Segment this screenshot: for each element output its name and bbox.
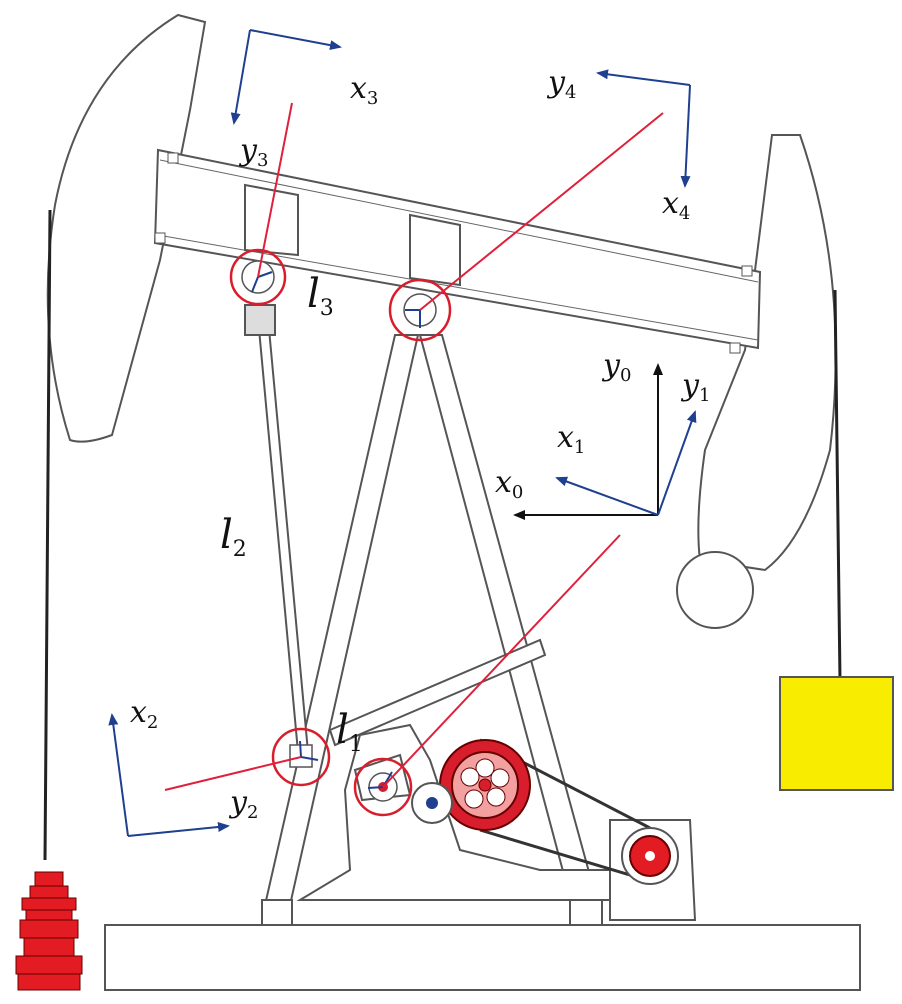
joint-circles: [229, 248, 452, 817]
frame-4-axes: [596, 69, 691, 188]
label-l1: l1: [336, 707, 363, 757]
crank-counterweight-arm: [697, 134, 837, 572]
frame-2-x-axis: [108, 713, 129, 837]
red-line-frame-2: [164, 756, 302, 791]
frame-4-y-axis: [596, 69, 691, 86]
motor-pulley: [621, 827, 679, 885]
label-x2: x2: [130, 695, 158, 733]
frame-0-axes: [513, 363, 663, 520]
label-y2: y2: [228, 785, 258, 823]
label-y4: y4: [546, 65, 576, 103]
frame-2-axes: [108, 713, 230, 837]
sheave-wheel: [439, 739, 531, 831]
red-line-frame-4: [419, 112, 664, 311]
red-reference-lines: [164, 102, 664, 791]
frame-3-axes: [230, 29, 342, 125]
frame-1-y-axis: [657, 410, 697, 516]
label-y0: y0: [601, 348, 631, 386]
label-x3: x3: [350, 71, 378, 109]
counterweight-disc: [676, 551, 754, 629]
base-platform: [104, 924, 861, 991]
red-stacked-weight: [15, 871, 83, 991]
red-line-frame-3: [257, 102, 293, 278]
label-x4: x4: [662, 186, 690, 224]
horse-head: [46, 13, 207, 443]
label-x1: x1: [557, 420, 585, 458]
bridle-wire-right: [833, 289, 842, 681]
frame-3-x-axis: [249, 29, 342, 51]
pitman-rod: [256, 317, 310, 753]
joint-circle-pitman-bottom: [271, 727, 331, 787]
frame-4-x-axis: [680, 84, 691, 188]
label-l3: l3: [307, 271, 334, 321]
yellow-weight-block: [779, 676, 894, 791]
label-x0: x0: [495, 465, 523, 503]
label-y3: y3: [238, 133, 268, 171]
label-l2: l2: [220, 512, 247, 562]
frame-2-y-axis: [127, 822, 230, 837]
label-y1: y1: [680, 368, 710, 406]
red-line-frame-1: [382, 534, 621, 788]
frame-1-axes: [555, 410, 697, 516]
frame-1-x-axis: [555, 476, 659, 516]
frame-3-y-axis: [230, 29, 251, 125]
joint-circle-crank: [353, 757, 413, 817]
joint-circle-beam-left: [229, 248, 287, 306]
bridle-wire-left: [43, 209, 52, 861]
joint-circle-saddle: [388, 278, 452, 342]
